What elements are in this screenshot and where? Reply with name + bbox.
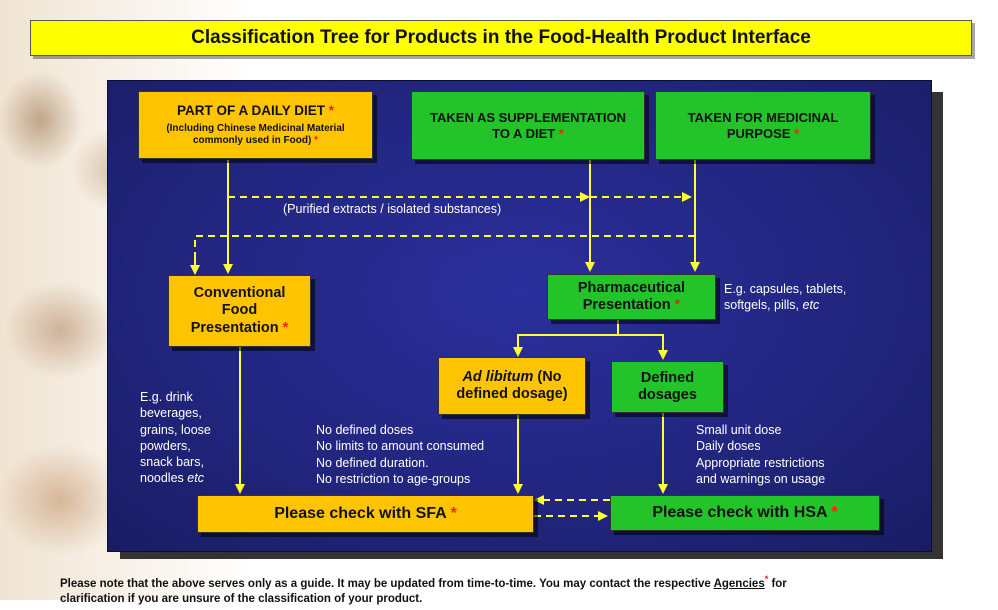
note-line: No defined duration.: [316, 455, 429, 470]
note-line: E.g. drink: [140, 390, 193, 404]
note-line: noodles etc: [140, 470, 211, 486]
asterisk: *: [314, 135, 319, 147]
box-pharmaceutical: Pharmaceutical Presentation *: [547, 274, 716, 320]
footer-text: Please note that the above serves only a…: [60, 577, 711, 590]
page-title: Classification Tree for Products in the …: [30, 20, 972, 56]
asterisk: *: [764, 574, 769, 584]
asterisk: *: [831, 504, 838, 522]
box-defined-dosages-label: Defined dosages: [638, 369, 697, 403]
note-food-examples: E.g. drink beverages, grains, loose powd…: [140, 389, 211, 487]
note-line-italic: etc: [187, 471, 204, 486]
box-medicinal-label: TAKEN FOR MEDICINAL PURPOSE: [687, 109, 839, 141]
box-hsa-label: Please check with HSA: [652, 504, 827, 522]
agencies-link[interactable]: Agencies: [713, 577, 765, 590]
footer-text: for: [771, 577, 787, 590]
box-supplementation-label: TAKEN AS SUPPLEMENTATION TO A DIET: [430, 109, 626, 141]
box-hsa: Please check with HSA *: [610, 495, 880, 531]
note-line-text: noodles: [140, 471, 184, 486]
arrow-pharma-split: [517, 320, 619, 353]
note-line: No restriction to age-groups: [316, 471, 471, 486]
box-conventional: Conventional Food Presentation *: [168, 275, 311, 347]
note-line: Small unit dose: [696, 423, 782, 437]
box-medicinal: TAKEN FOR MEDICINAL PURPOSE *: [655, 91, 871, 160]
note-line: grains, loose: [140, 422, 211, 437]
note-pharma-examples: E.g. capsules, tablets, softgels, pills,…: [724, 281, 846, 314]
note-line: Appropriate restrictions: [696, 455, 825, 470]
note-line-text: softgels, pills,: [724, 298, 800, 313]
box-ad-libitum-italic: Ad libitum: [462, 368, 534, 385]
note-line: E.g. capsules, tablets,: [724, 282, 847, 296]
dashed-return-to-conventional: [194, 235, 695, 272]
footer-text: clarification if you are unsure of the c…: [60, 593, 423, 606]
box-sfa: Please check with SFA *: [197, 495, 534, 533]
note-line: and warnings on usage: [696, 471, 826, 486]
note-line-italic: etc: [802, 298, 820, 313]
footer-disclaimer: Please note that the above serves only a…: [60, 573, 985, 608]
box-ad-libitum: Ad libitum (No defined dosage): [438, 357, 586, 415]
note-line: softgels, pills, etc: [724, 297, 846, 313]
note-defined-list: Small unit dose Daily doses Appropriate …: [696, 422, 825, 487]
asterisk: *: [282, 319, 289, 336]
box-daily-diet-label: PART OF A DAILY DIET: [176, 102, 325, 118]
box-daily-diet-sub: (Including Chinese Medicinal Material co…: [166, 123, 345, 147]
asterisk: *: [450, 505, 457, 523]
box-supplementation: TAKEN AS SUPPLEMENTATION TO A DIET *: [411, 91, 645, 160]
note-line: No limits to amount consumed: [316, 439, 485, 454]
box-conventional-label: Conventional Food Presentation: [190, 284, 286, 336]
box-defined-dosages: Defined dosages: [611, 361, 724, 413]
note-line: snack bars,: [140, 455, 204, 469]
box-ad-libitum-rest: (No defined dosage): [456, 368, 568, 402]
asterisk: *: [328, 102, 335, 118]
asterisk: *: [674, 297, 681, 313]
arrow-pharma-to-defined: [618, 334, 664, 357]
asterisk: *: [794, 125, 800, 141]
note-line: No defined doses: [316, 423, 414, 437]
note-purified: (Purified extracts / isolated substances…: [283, 202, 502, 216]
note-line: beverages,: [140, 406, 202, 421]
box-daily-diet: PART OF A DAILY DIET * (Including Chines…: [138, 91, 373, 159]
note-adlib-list: No defined doses No limits to amount con…: [316, 422, 484, 487]
note-line: powders,: [140, 438, 191, 453]
box-pharmaceutical-label: Pharmaceutical Presentation: [577, 279, 686, 313]
asterisk: *: [558, 125, 564, 141]
note-line: Daily doses: [696, 439, 761, 454]
box-sfa-label: Please check with SFA: [274, 505, 447, 523]
